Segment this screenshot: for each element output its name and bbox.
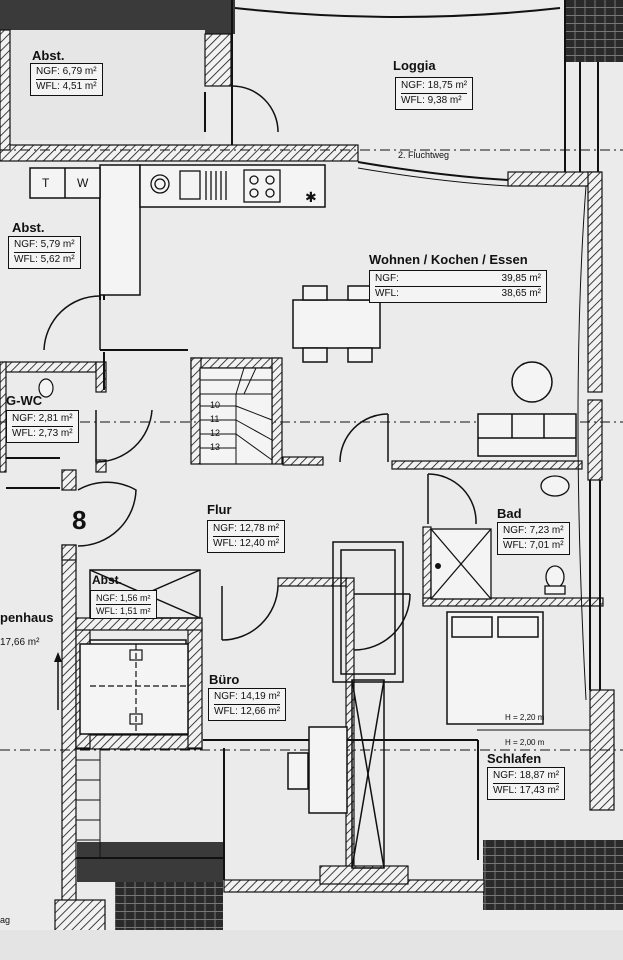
stair-step-10: 10 xyxy=(210,400,221,410)
room-wohnen-ngf-value: 39,85 m² xyxy=(501,273,541,284)
room-flur-wfl: WFL: 12,40 m² xyxy=(213,536,280,549)
room-loggia-area-box: NGF: 18,75 m² WFL: 9,38 m² xyxy=(395,77,474,110)
room-bad-ngf: NGF: 7,23 m² xyxy=(503,525,564,536)
fluchtweg-label: 2. Fluchtweg xyxy=(398,150,450,160)
room-abst-left-ngf: NGF: 5,79 m² xyxy=(14,239,75,250)
room-abst-top-wfl: WFL: 4,51 m² xyxy=(36,79,97,92)
room-abst-top-area-box: NGF: 6,79 m² WFL: 4,51 m² xyxy=(30,63,103,96)
room-buero-area-box: NGF: 14,19 m² WFL: 12,66 m² xyxy=(208,688,287,721)
room-gwc-wfl: WFL: 2,73 m² xyxy=(12,426,73,439)
room-gwc-name: G-WC xyxy=(6,393,43,408)
room-abst-top-ngf: NGF: 6,79 m² xyxy=(36,66,97,77)
room-abst-small-wfl: WFL: 1,51 m² xyxy=(96,604,151,616)
height-200-label: H = 2,00 m xyxy=(505,738,545,747)
room-schlafen-name: Schlafen xyxy=(487,751,542,766)
stair-step-12: 12 xyxy=(210,428,221,438)
roof-mid-left xyxy=(77,842,223,882)
room-wohnen-area-box: NGF: 39,85 m² WFL: 38,65 m² xyxy=(369,270,547,303)
room-gwc-area-box: NGF: 2,81 m² WFL: 2,73 m² xyxy=(6,410,79,443)
room-bad-name: Bad xyxy=(497,506,522,521)
room-abst-left-wfl: WFL: 5,62 m² xyxy=(14,252,75,265)
room-schlafen-ngf: NGF: 18,87 m² xyxy=(493,770,560,781)
washer-label: T xyxy=(42,176,50,190)
room-flur-ngf: NGF: 12,78 m² xyxy=(213,523,280,534)
room-loggia-ngf: NGF: 18,75 m² xyxy=(401,80,468,91)
room-bad-area-box: NGF: 7,23 m² WFL: 7,01 m² xyxy=(497,522,570,555)
room-buero-ngf: NGF: 14,19 m² xyxy=(214,691,281,702)
room-loggia-name: Loggia xyxy=(393,58,436,73)
bottom-fragment-label: ag xyxy=(0,915,11,925)
stair-step-13: 13 xyxy=(210,442,221,452)
height-220-label: H = 2,20 m xyxy=(505,713,545,722)
roof-top-left xyxy=(0,0,235,34)
stairwell-name: penhaus xyxy=(0,610,54,625)
room-buero-wfl: WFL: 12,66 m² xyxy=(214,704,281,717)
room-bad-wfl: WFL: 7,01 m² xyxy=(503,538,564,551)
room-flur-name: Flur xyxy=(207,502,232,517)
svg-text:✱: ✱ xyxy=(305,190,317,206)
room-schlafen-wfl: WFL: 17,43 m² xyxy=(493,783,560,796)
room-abst-left-area-box: NGF: 5,79 m² WFL: 5,62 m² xyxy=(8,236,81,269)
stair-step-11: 11 xyxy=(210,414,220,424)
room-wohnen-wfl-value: 38,65 m² xyxy=(501,288,541,299)
room-abst-small-area-box: NGF: 1,56 m² WFL: 1,51 m² xyxy=(90,590,157,619)
room-wohnen-ngf: NGF: xyxy=(375,273,399,284)
room-schlafen-area-box: NGF: 18,87 m² WFL: 17,43 m² xyxy=(487,767,566,800)
roof-top-right xyxy=(566,0,623,62)
roof-bottom-right xyxy=(483,840,623,910)
room-abst-small-name: Abst. xyxy=(92,573,122,587)
room-buero-name: Büro xyxy=(209,672,240,687)
room-abst-small-ngf: NGF: 1,56 m² xyxy=(96,593,151,603)
room-wohnen-name: Wohnen / Kochen / Essen xyxy=(369,252,528,267)
dryer-label: W xyxy=(77,176,89,190)
stairwell-area: 17,66 m² xyxy=(0,637,40,648)
room-wohnen-wfl: WFL: xyxy=(375,288,399,299)
room-loggia-wfl: WFL: 9,38 m² xyxy=(401,93,468,108)
room-gwc-ngf: NGF: 2,81 m² xyxy=(12,413,73,424)
room-flur-area-box: NGF: 12,78 m² WFL: 12,40 m² xyxy=(207,520,286,553)
walls xyxy=(0,29,615,956)
unit-number: 8 xyxy=(72,505,87,535)
room-abst-top-name: Abst. xyxy=(32,48,65,63)
room-abst-left-name: Abst. xyxy=(12,220,45,235)
